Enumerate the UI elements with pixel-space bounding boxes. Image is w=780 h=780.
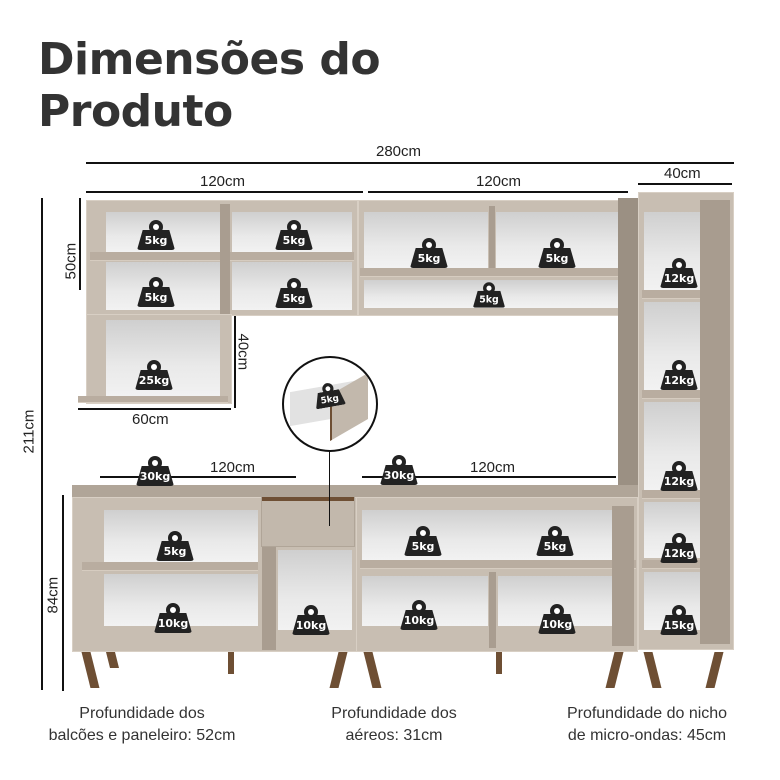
divider (489, 572, 496, 648)
weight-icon: 10kg (292, 605, 330, 635)
leg (643, 652, 662, 688)
drawer-detail-zoom: 5kg (282, 356, 378, 452)
shelf (360, 268, 626, 277)
tower-side-panel (618, 198, 640, 496)
weight-icon: 10kg (400, 600, 438, 630)
total-width-label: 280cm (376, 143, 422, 160)
weight-icon: 15kg (660, 605, 698, 635)
total-height-label: 211cm (20, 409, 38, 454)
weight-icon: 10kg (538, 604, 576, 634)
upper-left-width-label: 120cm (200, 173, 246, 190)
corner-width-line (78, 408, 231, 410)
base-right-width-label: 120cm (470, 459, 516, 476)
weight-icon: 25kg (135, 360, 173, 390)
base-left-width-label: 120cm (210, 459, 256, 476)
drawer-callout-line (329, 446, 330, 526)
base-right-width-line (362, 476, 616, 478)
upper-left-width-line (86, 191, 363, 193)
weight-icon: 30kg (136, 456, 174, 486)
weight-icon: 5kg (275, 278, 313, 308)
drawer-front[interactable] (261, 497, 355, 547)
corner-height-line (234, 312, 236, 408)
weight-icon: 12kg (660, 533, 698, 563)
corner-height-label: 40cm (234, 333, 252, 371)
upper-right-width-label: 120cm (476, 173, 522, 190)
cell (362, 510, 612, 560)
weight-icon: 10kg (154, 603, 192, 633)
inner-wall (612, 506, 634, 646)
weight-icon: 5kg (538, 238, 576, 268)
weight-icon: 5kg (404, 526, 442, 556)
tower-width-label: 40cm (664, 165, 701, 182)
weight-icon: 30kg (380, 455, 418, 485)
weight-icon: 5kg (137, 220, 175, 250)
shelf (642, 490, 730, 499)
total-width-line (86, 162, 734, 164)
divider (489, 206, 495, 268)
base-height-label: 84cm (44, 576, 62, 614)
title-line-1: Dimensões do (38, 34, 381, 85)
upper-height-label: 50cm (62, 242, 80, 280)
weight-icon: 5kg (536, 526, 574, 556)
shelf (360, 560, 636, 569)
leg (605, 652, 624, 688)
depth-note-upper: Profundidade dos aéreos: 31cm (331, 705, 457, 744)
leg (228, 652, 234, 674)
tower-inner-wall (700, 200, 730, 644)
drawer-handle[interactable] (262, 497, 354, 501)
depth-note-base: Profundidade dos balcões e paneleiro: 52… (48, 705, 236, 744)
weight-icon: 12kg (660, 360, 698, 390)
leg (106, 652, 119, 668)
shelf (82, 562, 258, 571)
total-height-line (41, 198, 43, 690)
corner-base (78, 396, 228, 403)
weight-icon: 5kg (156, 531, 194, 561)
upper-right-width-line (368, 191, 628, 193)
page-title: Dimensões do Produto (38, 34, 381, 138)
leg (81, 652, 100, 688)
weight-icon: 5kg (275, 220, 313, 250)
base-height-line (62, 495, 64, 691)
weight-icon: 5kg (410, 238, 448, 268)
leg (329, 652, 348, 688)
title-line-2: Produto (38, 86, 233, 137)
depth-note-microwave: Profundidade do nicho de micro-ondas: 45… (566, 705, 728, 744)
shelf (642, 560, 730, 569)
leg (363, 652, 382, 688)
weight-icon: 12kg (660, 461, 698, 491)
divider (220, 204, 230, 314)
weight-icon: 5kg (472, 282, 506, 308)
leg (705, 652, 724, 688)
shelf (642, 290, 730, 299)
countertop (72, 485, 638, 497)
leg (496, 652, 502, 674)
shelf (642, 390, 730, 399)
base-left-width-line (100, 476, 296, 478)
tower-width-line (638, 183, 732, 185)
corner-width-label: 60cm (132, 411, 169, 428)
weight-icon: 12kg (660, 258, 698, 288)
upper-height-line (79, 198, 81, 290)
weight-icon: 5kg (137, 277, 175, 307)
